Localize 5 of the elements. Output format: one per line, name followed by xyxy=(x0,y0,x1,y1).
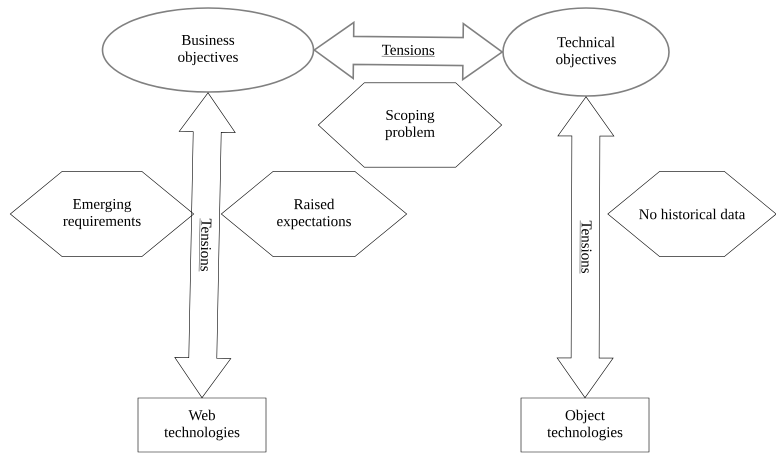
edge-label: Tensions xyxy=(380,44,436,58)
technology-box: Object technologies xyxy=(520,398,650,452)
technology-box: Web technologies xyxy=(138,398,266,452)
edge-label: Tensions xyxy=(197,217,213,273)
edge-label: Tensions xyxy=(578,219,593,275)
